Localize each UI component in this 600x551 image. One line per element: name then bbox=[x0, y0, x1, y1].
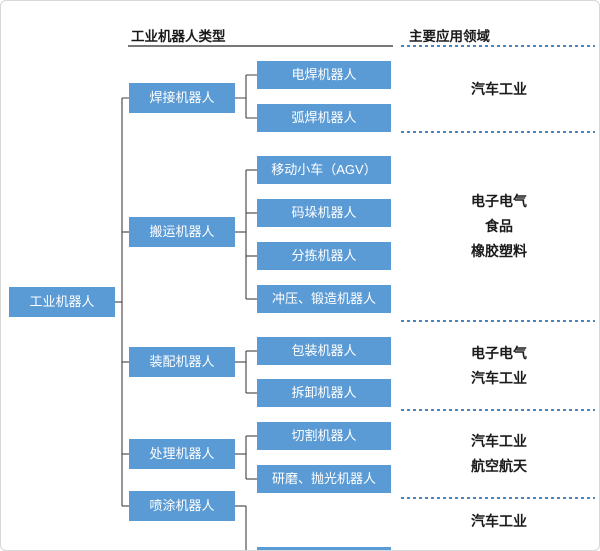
application-label-assembly: 电子电气 汽车工业 bbox=[471, 345, 527, 386]
leaf-node-palletizing: 码垛机器人 bbox=[257, 199, 391, 227]
cropped-node bbox=[257, 547, 391, 550]
leaf-node-arc-welding: 弧焊机器人 bbox=[257, 104, 391, 132]
leaf-node-stamping-forging: 冲压、锻造机器人 bbox=[257, 285, 391, 313]
category-node-spraying: 喷涂机器人 bbox=[129, 491, 235, 521]
category-node-processing: 处理机器人 bbox=[129, 439, 235, 469]
applications-header: 主要应用领域 bbox=[409, 29, 490, 44]
leaf-node-disassembly: 拆卸机器人 bbox=[257, 379, 391, 407]
category-node-handling: 搬运机器人 bbox=[129, 217, 235, 247]
leaf-node-cutting: 切割机器人 bbox=[257, 422, 391, 450]
application-label-processing: 汽车工业 航空航天 bbox=[471, 433, 527, 474]
application-label-handling: 电子电气 食品 橡胶塑料 bbox=[471, 193, 527, 259]
leaf-node-electric-welding: 电焊机器人 bbox=[257, 61, 391, 89]
leaf-node-sorting: 分拣机器人 bbox=[257, 242, 391, 270]
category-node-assembly: 装配机器人 bbox=[129, 347, 235, 377]
leaf-node-packaging: 包装机器人 bbox=[257, 337, 391, 365]
separator-lines bbox=[401, 45, 595, 499]
category-node-welding: 焊接机器人 bbox=[129, 83, 235, 113]
application-label-welding: 汽车工业 bbox=[471, 81, 527, 97]
application-label-spraying: 汽车工业 bbox=[471, 513, 527, 529]
root-node: 工业机器人 bbox=[9, 287, 115, 317]
types-header: 工业机器人类型 bbox=[131, 29, 226, 44]
leaf-node-grinding-polishing: 研磨、抛光机器人 bbox=[257, 465, 391, 493]
leaf-node-agv: 移动小车（AGV） bbox=[257, 156, 391, 184]
